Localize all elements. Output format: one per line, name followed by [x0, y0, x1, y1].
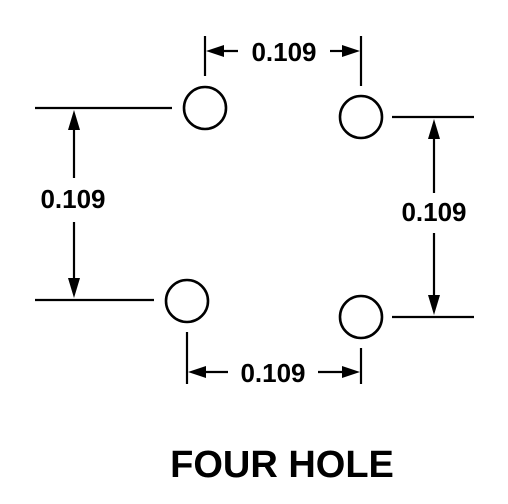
left-arrow-top	[68, 110, 80, 130]
right-dimension: 0.109	[392, 115, 474, 319]
hole-top-left	[182, 85, 228, 131]
top-arrow-right	[342, 45, 360, 57]
right-arrow-bottom	[428, 295, 440, 315]
left-arrow-bottom	[68, 278, 80, 298]
top-dimension-label: 0.109	[251, 37, 316, 67]
bottom-dimension: 0.109	[185, 332, 363, 388]
diagram-caption: FOUR HOLE	[170, 444, 394, 486]
hole-top-right	[338, 94, 384, 140]
left-dimension-label: 0.109	[40, 184, 105, 214]
hole-bottom-right	[338, 294, 384, 340]
top-dimension: 0.109	[203, 36, 363, 86]
right-dimension-label: 0.109	[401, 197, 466, 227]
bottom-arrow-left	[188, 366, 206, 378]
bottom-arrow-right	[342, 366, 360, 378]
top-arrow-left	[206, 45, 224, 57]
left-dimension: 0.109	[35, 106, 172, 302]
hole-bottom-left	[164, 278, 210, 324]
bottom-dimension-label: 0.109	[240, 358, 305, 388]
right-arrow-top	[428, 119, 440, 139]
